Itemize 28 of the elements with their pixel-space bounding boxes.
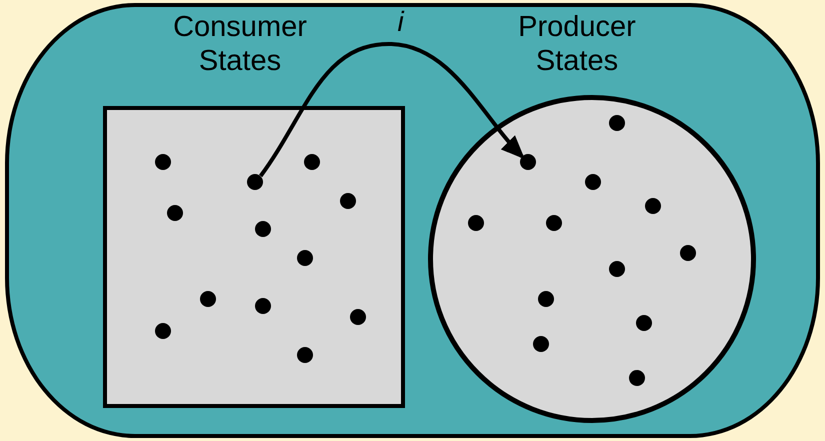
dot-marker bbox=[200, 291, 216, 307]
dot-marker bbox=[609, 261, 625, 277]
dot-marker bbox=[546, 215, 562, 231]
dot-marker bbox=[297, 347, 313, 363]
arrow bbox=[258, 42, 525, 178]
dot-marker bbox=[255, 298, 271, 314]
dot-marker bbox=[680, 245, 696, 261]
dot-marker bbox=[304, 154, 320, 170]
dot-marker bbox=[609, 115, 625, 131]
dot-marker bbox=[520, 154, 536, 170]
region-heading: Producer States bbox=[517, 10, 637, 78]
dot-marker bbox=[533, 336, 549, 352]
dot-marker bbox=[629, 370, 645, 386]
dot-marker bbox=[636, 315, 652, 331]
dot-marker bbox=[645, 198, 661, 214]
dot-marker bbox=[340, 193, 356, 209]
dot-marker bbox=[468, 215, 484, 231]
region-heading: Consumer States bbox=[172, 10, 308, 78]
dot-marker bbox=[538, 291, 554, 307]
dot-marker bbox=[167, 205, 183, 221]
dot-marker bbox=[255, 221, 271, 237]
dot-marker bbox=[585, 174, 601, 190]
dot-marker bbox=[297, 250, 313, 266]
dot-marker bbox=[350, 309, 366, 325]
dot-marker bbox=[155, 154, 171, 170]
square-region bbox=[103, 106, 405, 408]
dot-marker bbox=[155, 323, 171, 339]
dot-marker bbox=[247, 174, 263, 190]
